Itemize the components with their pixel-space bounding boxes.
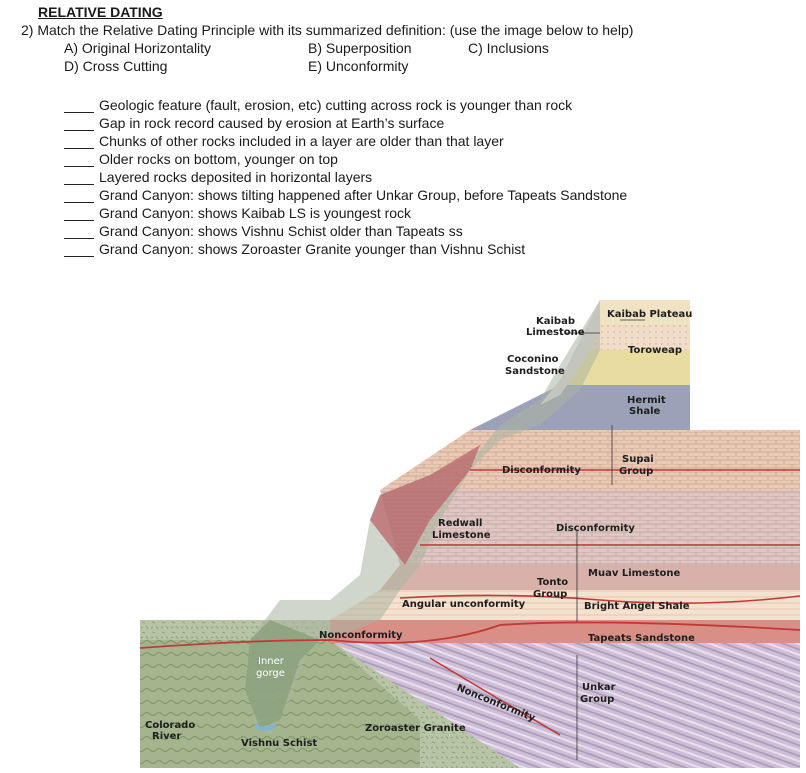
label-angular-unconformity: Angular unconformity xyxy=(402,599,526,610)
label-colorado-1: Colorado xyxy=(145,720,195,731)
label-inner-gorge-2: gorge xyxy=(256,668,285,679)
label-redwall-2: Limestone xyxy=(432,530,491,541)
label-disconformity-1: Disconformity xyxy=(502,465,581,476)
label-redwall-1: Redwall xyxy=(438,518,482,529)
label-nonconformity-1: Nonconformity xyxy=(319,630,403,641)
label-tonto-2: Group xyxy=(533,589,567,600)
label-tapeats: Tapeats Sandstone xyxy=(588,633,695,644)
label-hermit-1: Hermit xyxy=(627,395,666,406)
label-hermit-2: Shale xyxy=(629,406,660,417)
label-bright-angel: Bright Angel Shale xyxy=(584,601,690,612)
label-disconformity-2: Disconformity xyxy=(556,523,635,534)
label-supai-1: Supai xyxy=(622,454,654,465)
label-colorado-2: River xyxy=(152,731,181,742)
label-coconino-2: Sandstone xyxy=(505,366,565,377)
label-kaibab-limestone-1: Kaibab xyxy=(536,316,575,327)
label-tonto-1: Tonto xyxy=(537,577,568,588)
label-muav: Muav Limestone xyxy=(588,568,681,579)
label-zoroaster: Zoroaster Granite xyxy=(365,723,466,734)
label-inner-gorge-1: Inner xyxy=(258,656,285,667)
label-vishnu: Vishnu Schist xyxy=(241,738,317,749)
label-unkar-2: Group xyxy=(580,694,614,705)
label-kaibab-limestone-2: Limestone xyxy=(526,327,585,338)
label-kaibab-plateau: Kaibab Plateau xyxy=(607,309,692,320)
label-coconino-1: Coconino xyxy=(507,354,559,365)
label-toroweap: Toroweap xyxy=(628,345,682,356)
label-supai-2: Group xyxy=(619,466,653,477)
label-unkar-1: Unkar xyxy=(582,682,616,693)
